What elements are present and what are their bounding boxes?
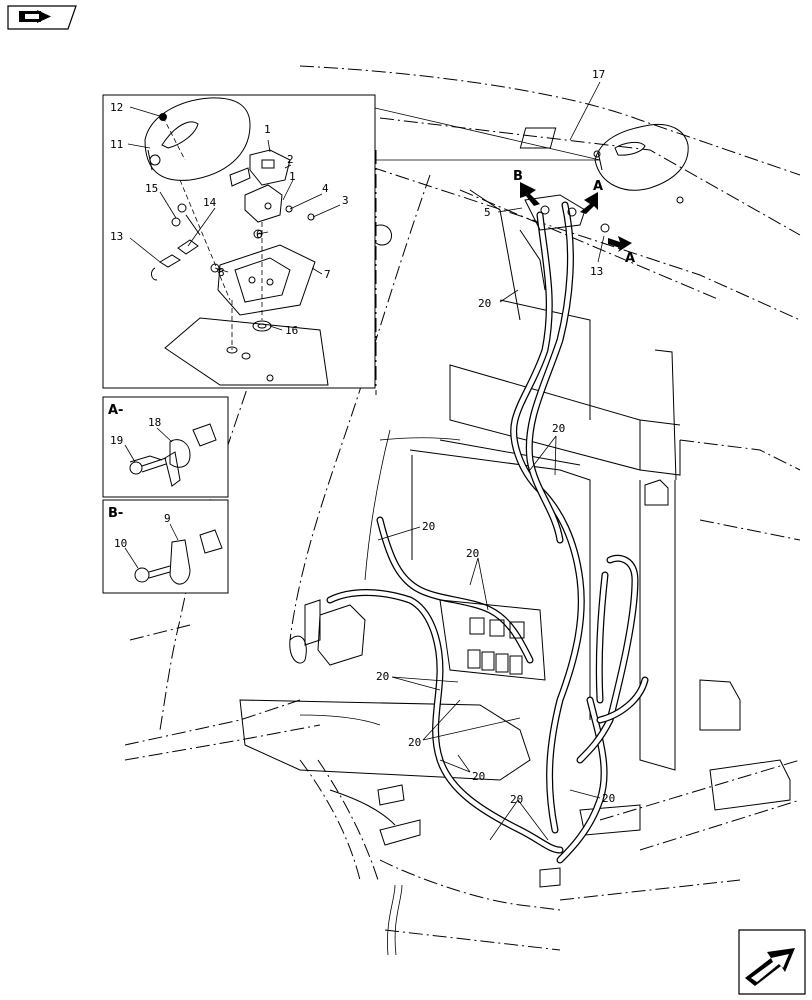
exploded-view-inset <box>102 94 601 389</box>
callout-20f: 20 <box>408 736 421 749</box>
callout-labels: 12 11 1 2 1 4 3 15 14 13 6 8 7 16 18 19 … <box>110 68 615 806</box>
book-arrow-button[interactable] <box>5 3 77 31</box>
callout-2: 2 <box>287 153 294 166</box>
leader-lines <box>377 81 605 841</box>
detail-a-inset <box>102 396 229 498</box>
callout-12: 12 <box>110 101 123 114</box>
callout-13b: 13 <box>590 265 603 278</box>
callout-5: 5 <box>484 206 491 219</box>
next-arrow-button[interactable] <box>737 928 807 996</box>
connector-cluster <box>519 194 610 291</box>
callout-20g: 20 <box>472 770 485 783</box>
callout-19: 19 <box>110 434 123 447</box>
callout-20c: 20 <box>422 520 435 533</box>
callout-15: 15 <box>145 182 158 195</box>
callout-1b: 1 <box>289 170 296 183</box>
frame-structure <box>239 189 791 888</box>
view-letters: B A A <box>513 169 635 266</box>
callout-8: 8 <box>218 266 225 279</box>
view-arrows <box>520 182 632 252</box>
callout-20e: 20 <box>376 670 389 683</box>
book-arrow-icon <box>7 5 77 30</box>
callout-18: 18 <box>148 416 161 429</box>
callout-20d: 20 <box>466 547 479 560</box>
callout-4: 4 <box>322 182 329 195</box>
wire-harness <box>299 201 649 956</box>
callout-10: 10 <box>114 537 127 550</box>
callout-17: 17 <box>592 68 605 81</box>
callout-1: 1 <box>264 123 271 136</box>
callout-20b: 20 <box>552 422 565 435</box>
inset-b-title: B- <box>108 506 123 521</box>
inset-a-title: A- <box>108 403 123 418</box>
callout-9: 9 <box>164 512 171 525</box>
controller-module <box>304 599 366 666</box>
callout-11: 11 <box>110 138 123 151</box>
callout-16: 16 <box>285 324 298 337</box>
callout-20i: 20 <box>602 792 615 805</box>
callout-3: 3 <box>342 194 349 207</box>
callout-20h: 20 <box>510 793 523 806</box>
callout-14: 14 <box>203 196 217 209</box>
relay-block <box>439 599 546 681</box>
next-arrow-icon <box>738 929 806 995</box>
view-letter-a-2: A <box>625 251 635 266</box>
callout-6: 6 <box>256 228 263 241</box>
cab-light-installed <box>519 123 689 204</box>
detail-b-inset <box>102 499 229 594</box>
callout-20a: 20 <box>478 297 491 310</box>
callout-13: 13 <box>110 230 123 243</box>
view-letter-a-1: A <box>593 179 603 194</box>
callout-7: 7 <box>324 268 331 281</box>
view-letter-b: B <box>513 169 523 184</box>
